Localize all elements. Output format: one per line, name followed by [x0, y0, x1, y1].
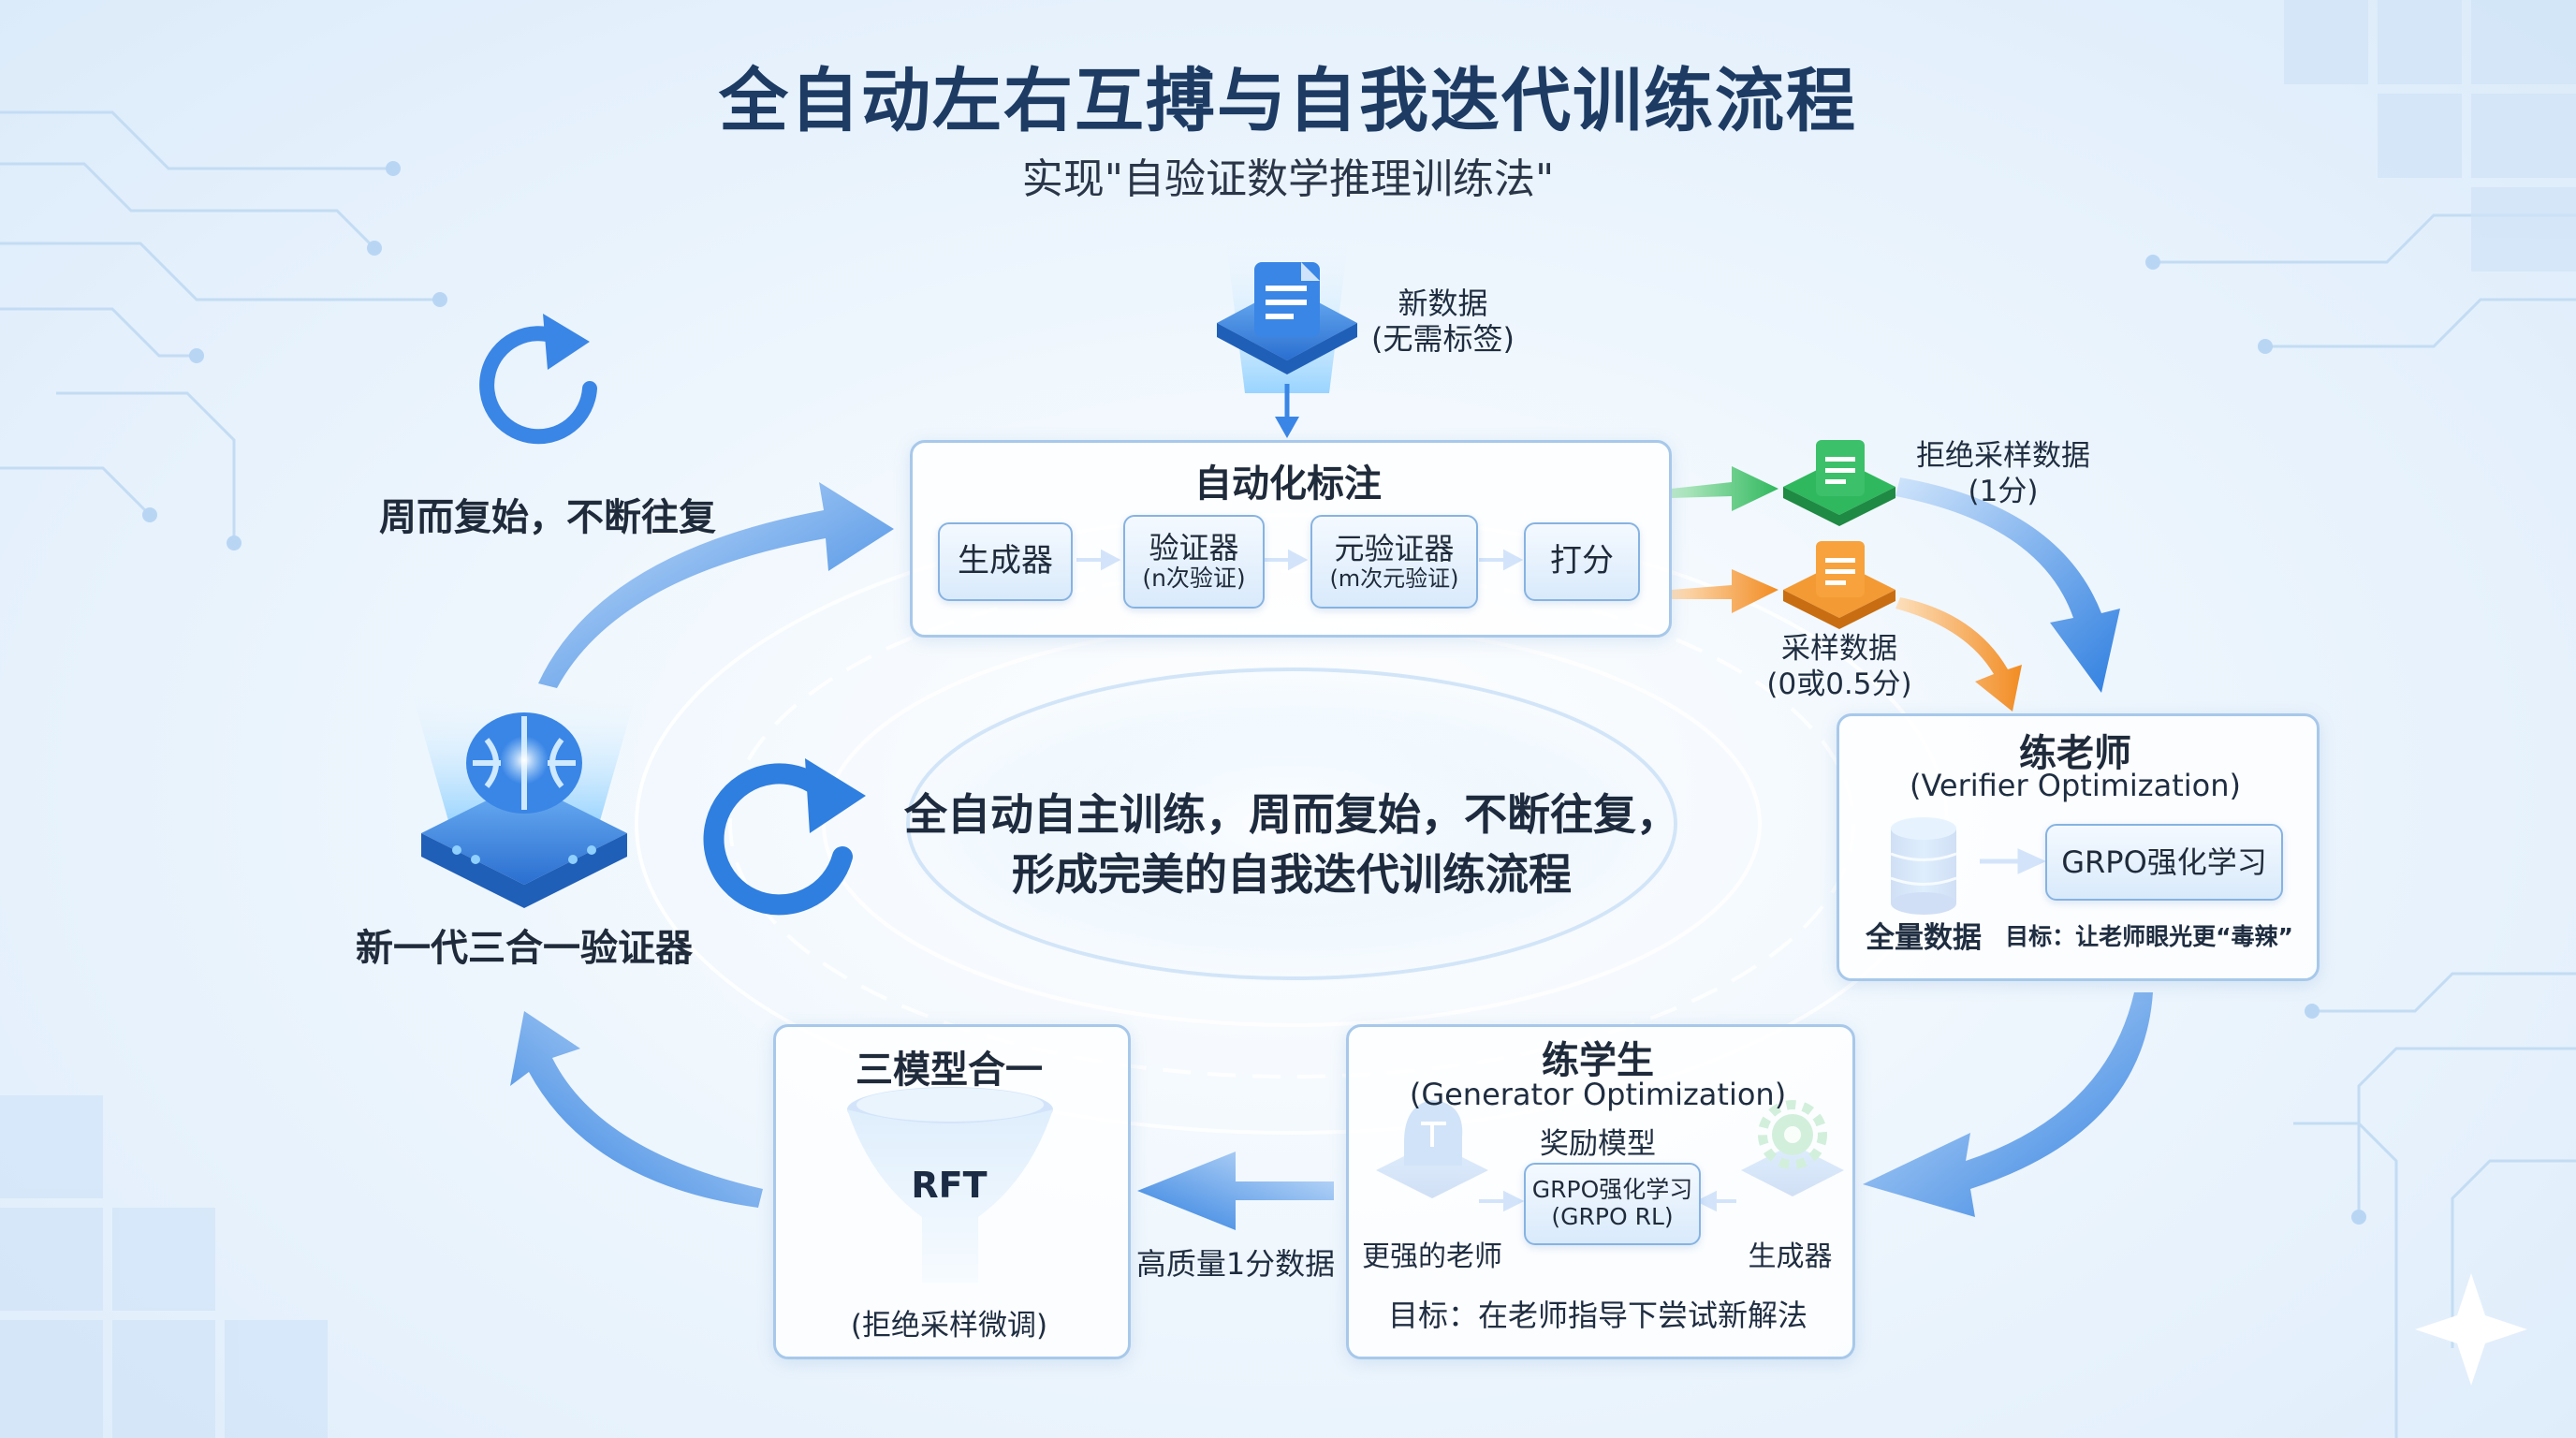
merge-title: 三模型合一: [856, 1049, 1043, 1092]
rejection-data-label: 拒绝采样数据 (1分): [1905, 438, 2101, 509]
funnel-label: RFT: [911, 1165, 988, 1206]
center-line1: 全自动自主训练，周而复始，不断往复，: [904, 789, 1679, 840]
stronger-teacher-label: 更强的老师: [1362, 1240, 1502, 1273]
sampled-data-line1: 采样数据: [1781, 632, 1897, 666]
teacher-goal: 目标：让老师眼光更“毒辣”: [2005, 923, 2293, 950]
student-grpo-line1: GRPO强化学习: [1531, 1176, 1693, 1204]
central-glow: [899, 665, 1685, 983]
sampled-arrow: [1671, 569, 1778, 613]
meta-verifier-chip: 元验证器 (m次元验证): [1310, 515, 1478, 609]
cycle-caption: 周而复始，不断往复: [379, 496, 716, 539]
student-goal: 目标：在老师指导下尝试新解法: [1387, 1298, 1808, 1333]
center-text: 全自动自主训练，周而复始，不断往复， 形成完美的自我迭代训练流程: [899, 785, 1685, 904]
reward-model-label: 奖励模型: [1540, 1127, 1656, 1161]
hq-data-arrow: [1137, 1152, 1334, 1230]
rejection-data-line1: 拒绝采样数据: [1916, 439, 2090, 473]
verifier-chip: 验证器 (n次验证): [1123, 515, 1265, 609]
to-student-arrow: [1863, 992, 2153, 1217]
brain-chip-icon: [412, 693, 637, 908]
student-generator-label: 生成器: [1748, 1240, 1833, 1273]
teacher-title: 练老师: [2019, 732, 2131, 775]
circuit-decoration-left: [0, 110, 440, 543]
document-icon: [1217, 243, 1357, 393]
new-data-line1: 新数据: [1398, 286, 1488, 321]
to-auto-label-arrow: [538, 482, 894, 688]
page-subtitle: 实现"自验证数学推理训练法": [1021, 155, 1555, 203]
teacher-subtitle: (Verifier Optimization): [1910, 768, 2241, 803]
verifier-node-label: 新一代三合一验证器: [356, 927, 693, 970]
rejection-data-line2: (1分): [1968, 475, 2039, 508]
rejection-arrow: [1671, 466, 1778, 511]
new-data-line2: (无需标签): [1371, 321, 1515, 357]
generator-chip: 生成器: [938, 522, 1073, 601]
new-data-label: 新数据 (无需标签): [1371, 286, 1515, 357]
sampled-data-icon: [1783, 541, 1895, 629]
center-line2: 形成完美的自我迭代训练流程: [1012, 849, 1572, 900]
verifier-chip-sub: (n次验证): [1142, 565, 1246, 593]
meta-verifier-chip-sub: (m次元验证): [1329, 565, 1459, 592]
merge-caption: (拒绝采样微调): [850, 1309, 1048, 1343]
sparkle-icon: [2415, 1273, 2527, 1386]
page-title: 全自动左右互搏与自我迭代训练流程: [719, 61, 1857, 141]
to-teacher-arrow: [1895, 477, 2120, 693]
to-verifier-arrow: [510, 1011, 763, 1208]
new-data-arrowhead: [1275, 417, 1299, 438]
score-chip: 打分: [1524, 522, 1640, 601]
full-data-label: 全量数据: [1866, 921, 1982, 955]
student-subtitle: (Generator Optimization): [1409, 1077, 1787, 1112]
refresh-icon: [479, 314, 597, 445]
circuit-nodes: [142, 161, 2366, 1225]
hq-data-label: 高质量1分数据: [1135, 1246, 1336, 1282]
sampled-data-line2: (0或0.5分): [1766, 668, 1912, 701]
auto-label-title: 自动化标注: [1194, 462, 1382, 506]
rejection-data-icon: [1783, 440, 1895, 526]
student-grpo-line2: (GRPO RL): [1551, 1203, 1674, 1230]
sampled-to-teacher-arrow: [1895, 597, 2022, 712]
sampled-data-label: 采样数据 (0或0.5分): [1760, 631, 1919, 702]
refresh-icon: [703, 758, 866, 916]
meta-verifier-chip-label: 元验证器: [1334, 530, 1455, 566]
verifier-chip-label: 验证器: [1149, 530, 1239, 566]
teacher-grpo-chip: GRPO强化学习: [2045, 824, 2283, 901]
merge-panel: [773, 1024, 1131, 1359]
generator-chip-label: 生成器: [958, 542, 1053, 580]
score-chip-label: 打分: [1550, 542, 1614, 580]
teacher-grpo-label: GRPO强化学习: [2061, 844, 2267, 880]
student-title: 练学生: [1542, 1039, 1654, 1082]
student-grpo-chip: GRPO强化学习 (GRPO RL): [1524, 1163, 1701, 1245]
